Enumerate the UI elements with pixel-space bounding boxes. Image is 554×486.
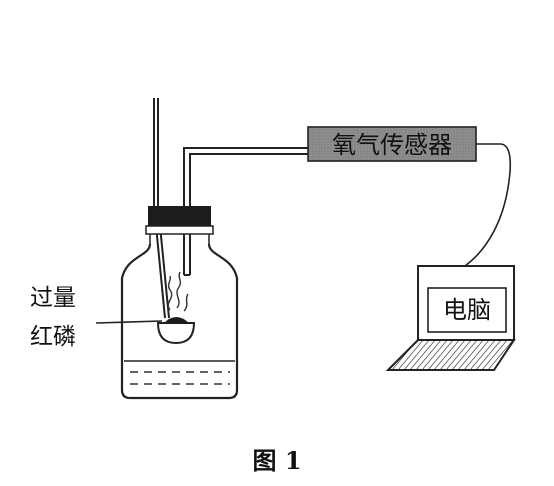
sensor-label: 氧气传感器 [332,131,452,159]
rubber-stopper [145,206,214,244]
combustion-spoon [156,271,196,345]
glass-jar [120,243,239,400]
red-phosphorus [163,317,190,324]
computer-screen [427,287,507,333]
figure-caption: 图 1 [252,446,301,475]
smoke-icon [167,271,189,312]
reagent-label-line1: 过量 [30,285,76,311]
label-pointer [95,320,163,324]
data-cable [461,143,512,269]
computer-label: 电脑 [443,296,491,324]
water [124,360,235,385]
reagent-label-line2: 红磷 [30,324,76,350]
keyboard [385,339,516,371]
computer: 电脑 [385,265,516,371]
oxygen-sensor: 氧气传感器 [307,126,477,162]
